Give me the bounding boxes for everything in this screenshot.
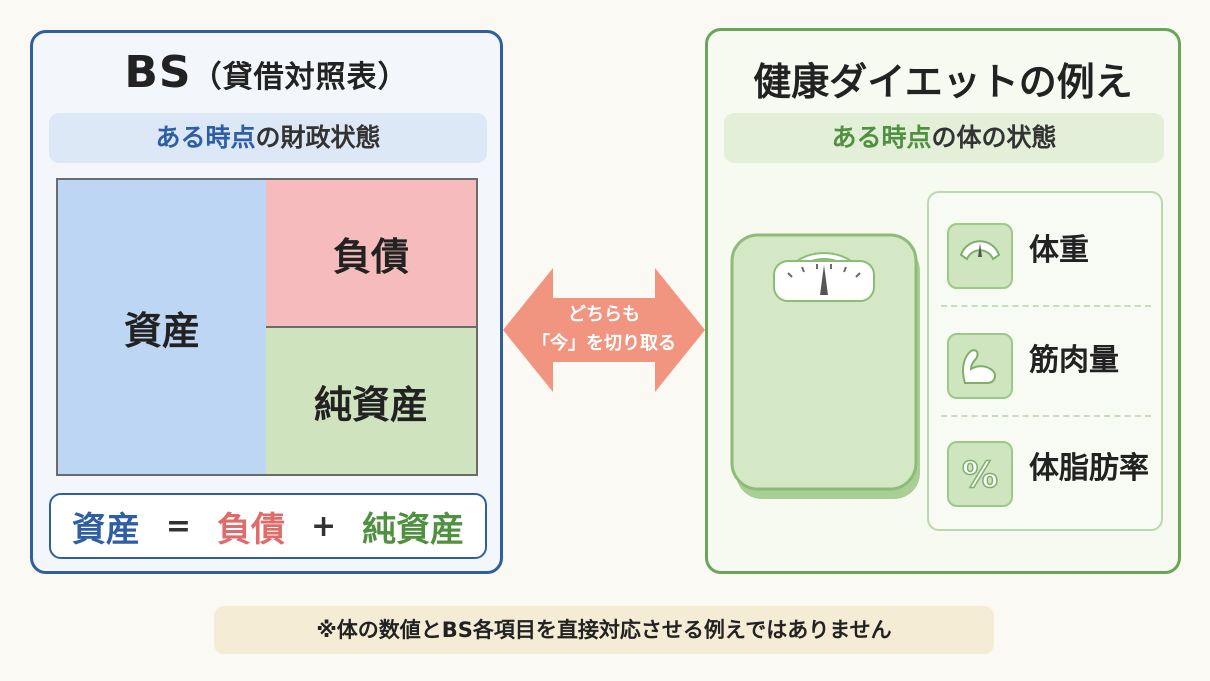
metric-weight-label: 体重 bbox=[1029, 233, 1089, 268]
equation-equity: 純資産 bbox=[362, 509, 465, 550]
equation-plus: + bbox=[311, 508, 337, 544]
metric-muscle: 筋肉量 bbox=[929, 311, 1161, 411]
diet-subtitle-highlight: ある時点 bbox=[831, 123, 932, 152]
bs-panel: BS（貸借対照表） ある時点の財政状態 資産 負債 純資産 資産 = 負債 + … bbox=[30, 30, 503, 574]
diet-panel: 健康ダイエットの例え ある時点の体の状態 体重 bbox=[705, 28, 1181, 574]
footnote: ※体の数値とBS各項目を直接対応させる例えではありません bbox=[214, 606, 994, 654]
bathroom-scale-icon bbox=[730, 233, 920, 499]
metric-divider bbox=[941, 415, 1151, 417]
metric-divider bbox=[941, 305, 1151, 307]
bs-title-main: BS bbox=[124, 47, 192, 98]
diet-title: 健康ダイエットの例え bbox=[753, 60, 1133, 104]
liabilities-block: 負債 bbox=[266, 178, 478, 328]
assets-block: 資産 bbox=[56, 178, 268, 476]
double-arrow-icon bbox=[503, 268, 705, 392]
scale-icon bbox=[947, 223, 1013, 289]
metric-bodyfat-label: 体脂肪率 bbox=[1029, 451, 1149, 486]
bs-subtitle-rest: の財政状態 bbox=[255, 123, 381, 152]
muscle-arm-icon bbox=[947, 333, 1013, 399]
bs-title-sub: （貸借対照表） bbox=[191, 60, 409, 95]
bs-subtitle: ある時点の財政状態 bbox=[49, 113, 487, 163]
arrow-caption-line2: 「今」を切り取る bbox=[532, 333, 676, 354]
diet-subtitle: ある時点の体の状態 bbox=[724, 113, 1164, 163]
percent-icon: % bbox=[947, 441, 1013, 507]
balance-equation: 資産 = 負債 + 純資産 bbox=[49, 493, 487, 559]
equity-label: 純資産 bbox=[313, 382, 428, 427]
arrow-caption: どちらも 「今」を切り取る bbox=[503, 300, 705, 358]
body-metrics-card: 体重 筋肉量 % 体脂肪率 bbox=[927, 191, 1163, 531]
metric-muscle-label: 筋肉量 bbox=[1029, 343, 1119, 378]
svg-text:%: % bbox=[962, 455, 998, 496]
arrow-caption-line1: どちらも bbox=[568, 304, 640, 325]
bs-subtitle-highlight: ある時点 bbox=[155, 123, 256, 152]
assets-label: 資産 bbox=[123, 308, 200, 353]
equation-liabilities: 負債 bbox=[217, 509, 285, 550]
metric-weight: 体重 bbox=[929, 201, 1161, 301]
bs-title: BS（貸借対照表） bbox=[33, 47, 500, 98]
equation-equals: = bbox=[165, 508, 191, 544]
diet-subtitle-rest: の体の状態 bbox=[931, 123, 1057, 152]
liabilities-label: 負債 bbox=[332, 234, 409, 279]
equation-assets: 資産 bbox=[71, 509, 140, 550]
metric-bodyfat: % 体脂肪率 bbox=[929, 419, 1161, 519]
equity-block: 純資産 bbox=[266, 326, 478, 476]
